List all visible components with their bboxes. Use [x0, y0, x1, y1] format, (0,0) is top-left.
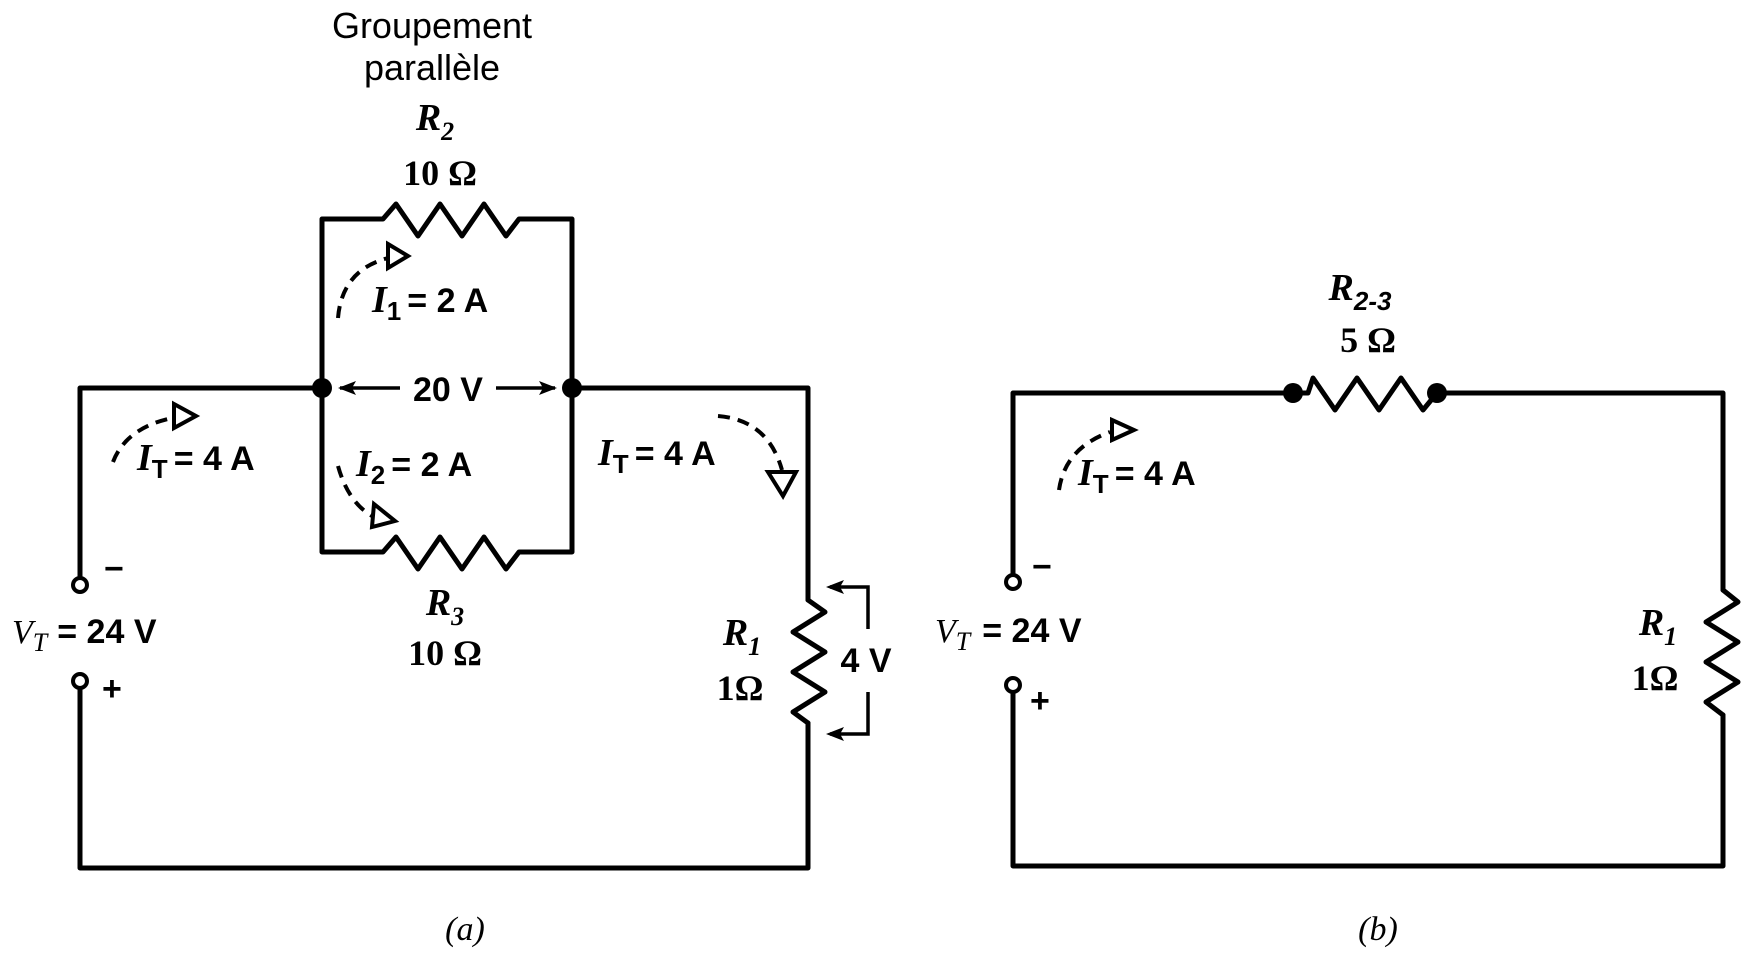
terminal-pos-sign-b: + [1030, 682, 1050, 720]
r23-value: 5 Ω [1340, 320, 1396, 360]
title-line-1: Groupement [332, 5, 532, 46]
it-b-label: IT= 4 A [1077, 452, 1196, 499]
wire-parallel-bottom [319, 385, 575, 572]
wire-a-right-top [569, 385, 811, 603]
r2-label: R2 [415, 97, 454, 146]
r1-value-b: 1Ω [1632, 658, 1679, 698]
source-voltage-a: VT= 24 V [12, 613, 157, 657]
wire-b-bottom [1010, 689, 1726, 869]
wire-parallel-top [319, 201, 575, 391]
r3-label: R3 [425, 582, 464, 631]
i1-arrow-path [336, 256, 389, 319]
parallel-voltage-label: 20 V [413, 371, 483, 409]
v4-arrowhead-bottom [826, 727, 844, 741]
node-right [562, 378, 582, 398]
terminal-positive-b [1004, 676, 1022, 694]
resistor-r1-b [1703, 587, 1741, 718]
r2-value: 10 Ω [403, 153, 477, 193]
wire-b-right [1434, 390, 1726, 593]
i2-label: I2= 2 A [355, 443, 472, 490]
r23-label: R2-3 [1328, 267, 1392, 316]
r1-label-a: R1 [722, 612, 761, 661]
v20-arrowhead-left [338, 381, 356, 395]
node-r23-right [1427, 383, 1447, 403]
it-b-arrow-path [1057, 430, 1111, 491]
i1-label: I1= 2 A [371, 279, 488, 326]
it-right-arrow-head [764, 470, 800, 500]
wire-a-left-top [77, 385, 325, 581]
it-left-arrow-path [111, 416, 173, 463]
v20-arrowhead-right [539, 381, 557, 395]
wire-b-left-top [1010, 390, 1296, 581]
resistor-r23 [1290, 375, 1440, 413]
r1-voltage-label: 4 V [840, 642, 891, 680]
circuit-b: R2-3 5 Ω R1 1Ω IT= 4 A − + VT= 24 V (b) [935, 267, 1741, 948]
terminal-pos-sign-a: + [102, 670, 122, 708]
terminal-neg-sign-b: − [1032, 548, 1052, 586]
resistor-r1-a [790, 597, 828, 726]
terminal-positive-a [71, 672, 89, 690]
r1-value-a: 1Ω [717, 668, 764, 708]
r1-label-b: R1 [1638, 602, 1677, 651]
it-right-arrow-path [717, 414, 784, 471]
circuit-a: R2 10 Ω R3 10 Ω R1 1Ω I1= 2 A 20 V I2= 2… [12, 97, 892, 948]
terminal-negative-a [71, 576, 89, 594]
terminal-neg-sign-a: − [104, 550, 124, 588]
r3-value: 10 Ω [408, 633, 482, 673]
caption-a: (a) [445, 911, 485, 948]
it-left-arrow-head [172, 400, 201, 432]
title-line-2: parallèle [364, 47, 500, 88]
caption-b: (b) [1358, 911, 1398, 948]
node-r23-left [1283, 383, 1303, 403]
terminal-negative-b [1004, 573, 1022, 591]
v4-bracket-bottom [830, 692, 870, 736]
source-voltage-b: VT= 24 V [935, 612, 1082, 656]
it-right-label: IT= 4 A [597, 432, 716, 479]
v4-arrowhead-top [826, 580, 844, 594]
i2-arrow-path [336, 465, 374, 518]
i2-arrow-head [369, 500, 400, 530]
it-b-arrow-head [1110, 416, 1139, 444]
node-left [312, 378, 332, 398]
wire-a-right-bottom [77, 685, 811, 871]
it-left-label: IT= 4 A [136, 437, 255, 484]
v4-bracket-top [830, 585, 870, 629]
i1-arrow-head [386, 240, 412, 272]
